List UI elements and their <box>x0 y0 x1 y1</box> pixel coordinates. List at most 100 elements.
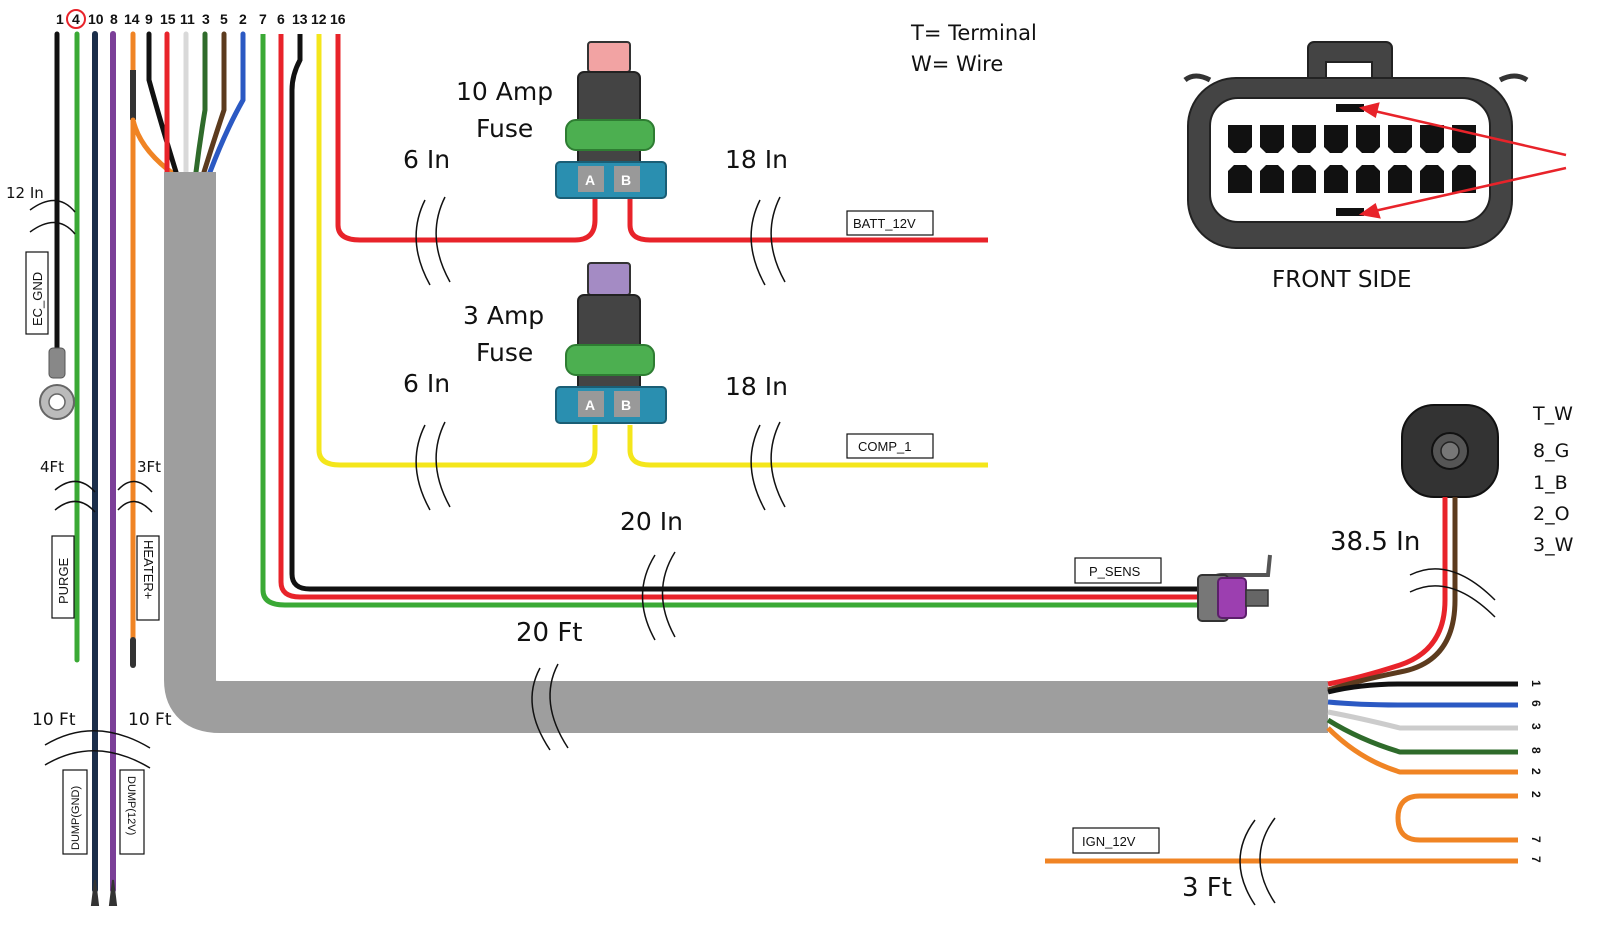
connector-cavity <box>1292 165 1316 193</box>
fuse-blade-icon <box>587 41 631 73</box>
wire-green-sensor <box>260 34 1200 608</box>
left-leads <box>39 31 246 906</box>
highlight-circle <box>66 9 86 29</box>
right-pin-numbers: 1 6 3 8 2 2 7 7 <box>1529 680 1543 863</box>
sensor-puck <box>1401 404 1499 498</box>
fuse-pin-a <box>578 391 604 417</box>
pin-number: 6 <box>277 11 285 27</box>
heat-shrink <box>130 70 136 120</box>
ign-length: 3 Ft <box>1182 873 1232 903</box>
fuse-blade-icon <box>587 262 631 296</box>
wire-brown-trunk <box>201 31 227 175</box>
ign-12v-tag: IGN_12V <box>1082 834 1136 849</box>
arrowhead-icon <box>1358 203 1381 219</box>
pin-number: 3 <box>1529 723 1543 730</box>
trunk-break-mark <box>531 663 569 751</box>
pin-number: 5 <box>220 11 228 27</box>
pin-number: 2 <box>1529 791 1543 798</box>
pin-number: 12 <box>311 11 327 27</box>
pin-number: 8 <box>110 11 118 27</box>
pin-number: 8 <box>1529 747 1543 754</box>
wire-blue-trunk <box>207 31 246 175</box>
legend-item: T_W <box>1532 403 1573 425</box>
fuse-pin-b <box>614 166 640 192</box>
legend-item: 1_B <box>1533 472 1568 494</box>
tag-box <box>25 251 49 335</box>
break-mark <box>750 196 786 286</box>
pin-number: 16 <box>330 11 346 27</box>
fuse-pin-b <box>614 391 640 417</box>
connector-cavity <box>1228 125 1252 153</box>
ec-gnd-tag: EC_GND <box>30 272 45 326</box>
pin-number: 2 <box>239 11 247 27</box>
pin-number: 9 <box>145 11 153 27</box>
left-lead-labels: 12 In EC_GND 4Ft PURGE 3Ft HEATER+ 10 Ft… <box>6 184 172 855</box>
fuse-top-word: Fuse <box>476 114 533 143</box>
connector-cavity <box>1452 165 1476 193</box>
fuse-pin-a-label: A <box>585 397 595 413</box>
wire-brown-pigtail <box>1327 497 1458 693</box>
p-sens-tag: P_SENS <box>1089 564 1141 579</box>
break-mark <box>641 551 676 641</box>
connector-cavity <box>1356 125 1380 153</box>
trunk-harness <box>164 172 1328 733</box>
pressure-sensor-connector <box>1197 554 1272 622</box>
wire-darkgreen-out <box>1326 717 1518 755</box>
connector-cavity <box>1388 165 1412 193</box>
pin-number: 7 <box>1529 856 1543 863</box>
fuse-bottom-right-length: 18 In <box>725 372 788 401</box>
wire-black-sensor <box>289 34 1200 592</box>
ring-terminal-crimp <box>48 347 66 379</box>
pin-number: 15 <box>160 11 176 27</box>
tag-box <box>62 769 88 855</box>
wire-red-sensor <box>278 34 1200 600</box>
connector-face <box>1209 97 1491 223</box>
connector-cavities <box>1228 125 1476 193</box>
connector-nose <box>1245 589 1269 607</box>
tag-box <box>119 769 145 855</box>
dump-12v-tag: DUMP(12V) <box>125 776 137 835</box>
wire-yellow-comp-out <box>627 425 988 468</box>
wire-black-trunk <box>146 31 179 175</box>
wire-yellow-comp-in <box>316 34 598 468</box>
fuse-pin-a <box>578 166 604 192</box>
right-legend: T_W 8_G 1_B 2_O 3_W <box>1532 403 1574 556</box>
tag-box <box>136 535 160 621</box>
connector-cavity <box>1324 165 1348 193</box>
heater-tag: HEATER+ <box>141 540 156 599</box>
ec-gnd-length: 12 In <box>6 184 44 202</box>
pointer-arrow <box>1369 108 1567 157</box>
fuse-seal <box>565 119 655 151</box>
fuse-bottom-rating: 3 Amp <box>463 301 544 330</box>
comp-1-tag: COMP_1 <box>858 439 911 454</box>
break-mark <box>1239 817 1276 906</box>
fuse-seal <box>565 344 655 376</box>
header-pin-numbers: 1 4 10 8 14 9 15 11 3 5 2 7 6 13 12 16 <box>56 9 346 29</box>
break-mark <box>29 199 76 235</box>
wire-red-batt-out <box>627 198 988 243</box>
pigtail-length: 38.5 In <box>1330 527 1420 557</box>
fuse-base <box>555 161 667 199</box>
fuse-base <box>555 386 667 424</box>
left-break-marks <box>29 199 153 769</box>
arrowhead-icon <box>1358 102 1380 118</box>
fuse-pin-a-label: A <box>585 172 595 188</box>
break-mark <box>44 729 151 769</box>
fuse-bottom-left-length: 6 In <box>403 369 450 398</box>
batt-12v-tag: BATT_12V <box>853 216 916 231</box>
fuse-pin-b-label: B <box>621 397 631 413</box>
wire-red-batt-in <box>335 34 598 243</box>
heater-length: 3Ft <box>137 458 161 476</box>
fuse-holder-10a: A B <box>555 41 667 199</box>
center-wires <box>260 34 1200 608</box>
connector-arrows <box>1358 102 1567 219</box>
legend-item: 3_W <box>1533 534 1574 556</box>
wire-black-out <box>1327 681 1518 695</box>
pointer-arrow <box>1369 166 1567 214</box>
pin-number: 7 <box>259 11 267 27</box>
pin-number: 4 <box>72 11 80 27</box>
break-mark <box>531 663 569 751</box>
connector-cavity <box>1324 125 1348 153</box>
wire-darkgreen-trunk <box>193 31 208 175</box>
